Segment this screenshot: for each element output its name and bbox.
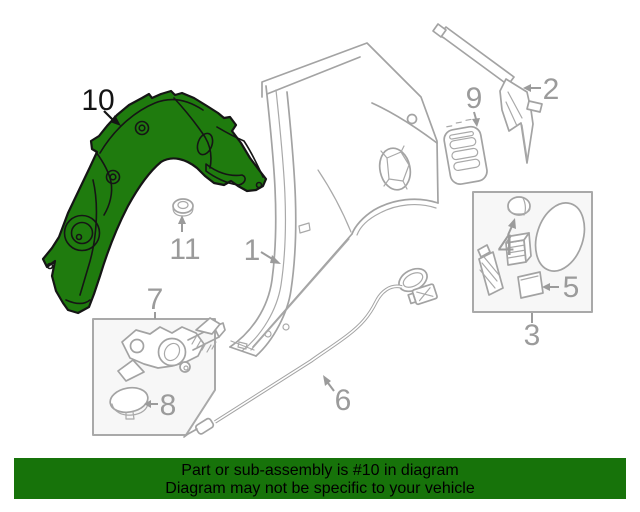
callouts: 1 2 3 4 5 6 7 8 9 10 — [81, 73, 579, 422]
callout-6-label: 6 — [335, 384, 352, 417]
wheel-arch-liner-highlight — [41, 89, 268, 315]
callout-6-arrow — [327, 382, 335, 392]
callout-1-label: 1 — [244, 234, 261, 267]
callout-7-label: 7 — [147, 283, 164, 316]
callout-9-label: 9 — [466, 82, 483, 115]
footer-banner: Part or sub-assembly is #10 in diagram D… — [14, 458, 626, 499]
quarter-panel-art — [229, 42, 439, 357]
callout-8-label: 8 — [160, 389, 177, 422]
vent-grille-art — [443, 118, 488, 185]
callout-2-label: 2 — [543, 73, 560, 106]
callout-11-label: 11 — [169, 233, 200, 266]
release-cable-art — [183, 267, 438, 438]
banner-line1: Part or sub-assembly is #10 in diagram — [181, 462, 458, 479]
callout-9-arrow — [473, 111, 477, 120]
fuel-door-box — [472, 191, 593, 313]
callout-4-label: 4 — [498, 229, 515, 262]
liner-body — [41, 89, 268, 315]
callout-10-label: 10 — [81, 84, 114, 117]
callout-3-label: 3 — [524, 319, 541, 352]
pillar-reinforcement-art — [432, 23, 543, 164]
grommet-art — [172, 198, 194, 217]
latch-box — [92, 317, 226, 436]
banner-background — [14, 458, 626, 499]
banner-line2: Diagram may not be specific to your vehi… — [165, 480, 475, 497]
callout-4-arrow — [507, 225, 513, 236]
callout-5-label: 5 — [563, 271, 580, 304]
